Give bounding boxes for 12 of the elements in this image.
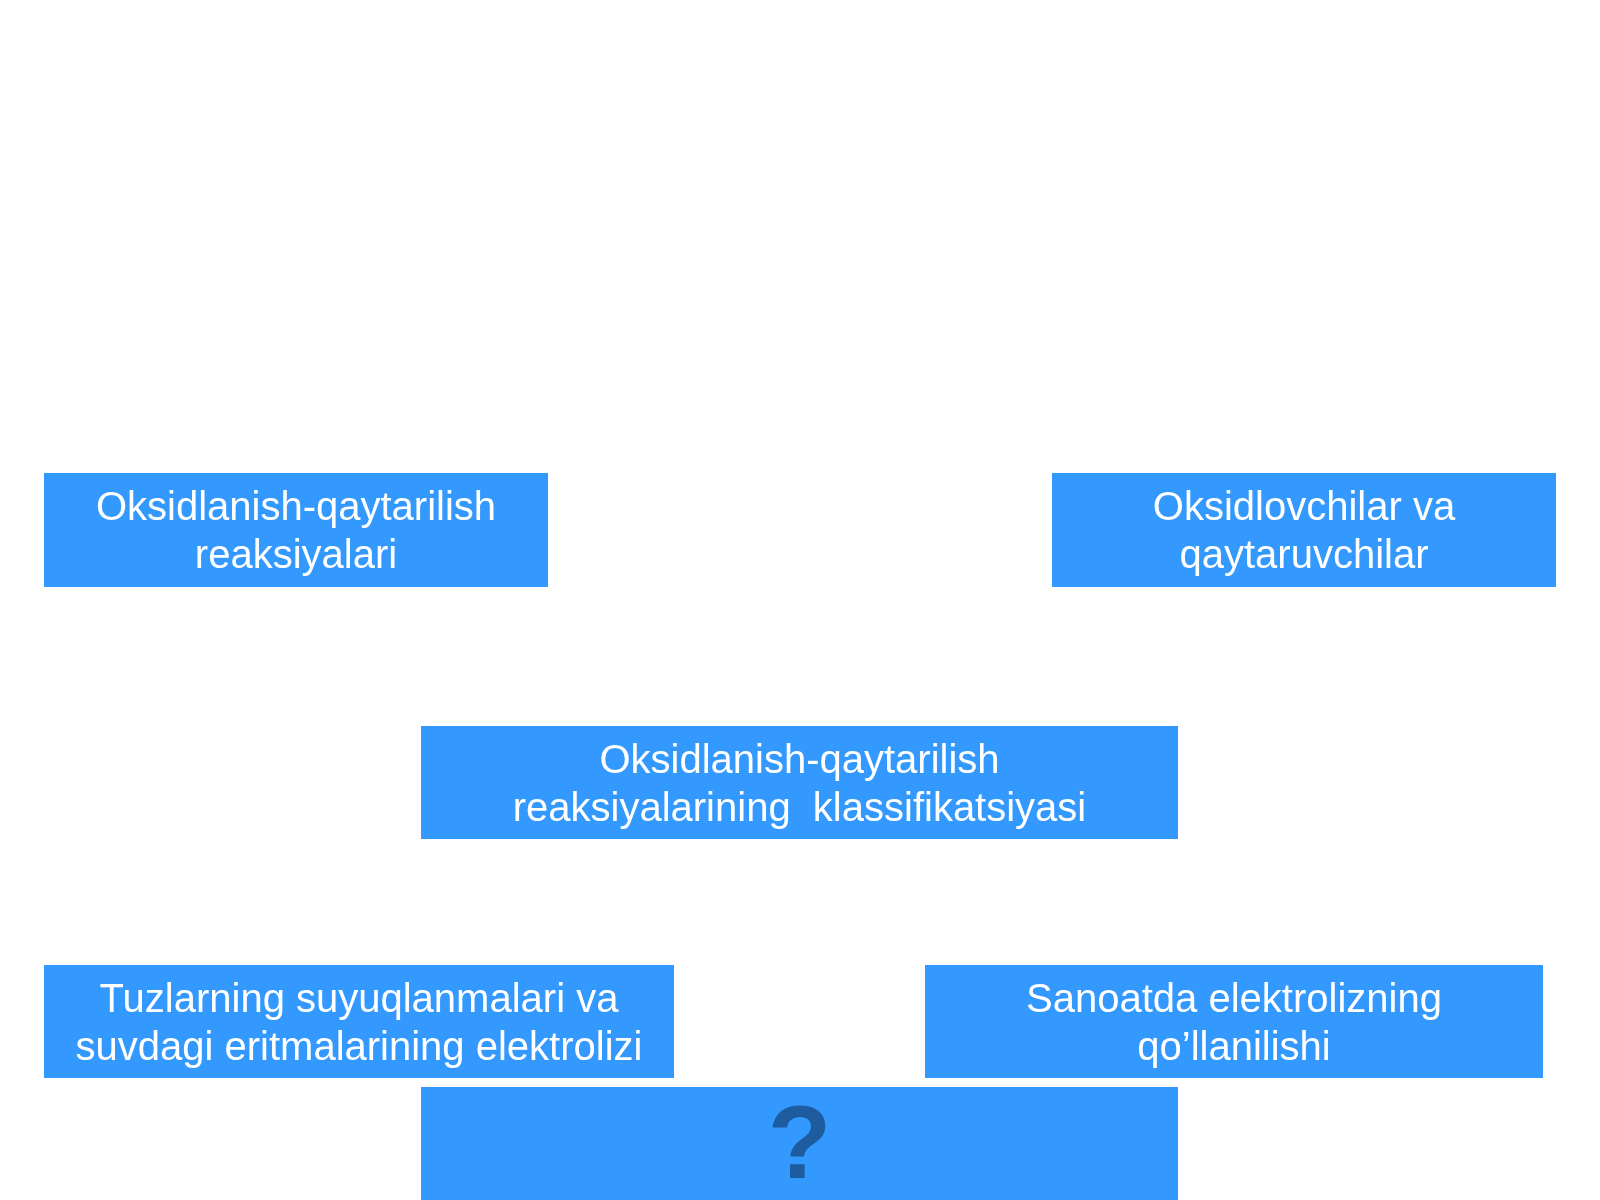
topic-box (421, 726, 1178, 839)
topic-box (44, 473, 548, 587)
topic-box (1052, 473, 1556, 587)
topic-box (421, 1087, 1178, 1200)
box-label: Oksidlanish-qaytarilish reaksiyalari (94, 483, 498, 578)
box-label: Tuzlarning suyuqlanmalari va suvdagi eritmalarining elektrolizi (74, 974, 644, 1070)
box-label: Oksidlanish-qaytarilish reaksiyalarining klassifikatsiyasi (511, 735, 1088, 831)
box-label: ? (767, 1090, 832, 1194)
box-label: Sanoatda elektrolizning qo’llanilishi (1025, 974, 1443, 1070)
topic-box (925, 965, 1543, 1078)
box-label: Oksidlovchilar va qaytaruvchilar (1151, 483, 1457, 578)
topic-box (44, 965, 674, 1078)
